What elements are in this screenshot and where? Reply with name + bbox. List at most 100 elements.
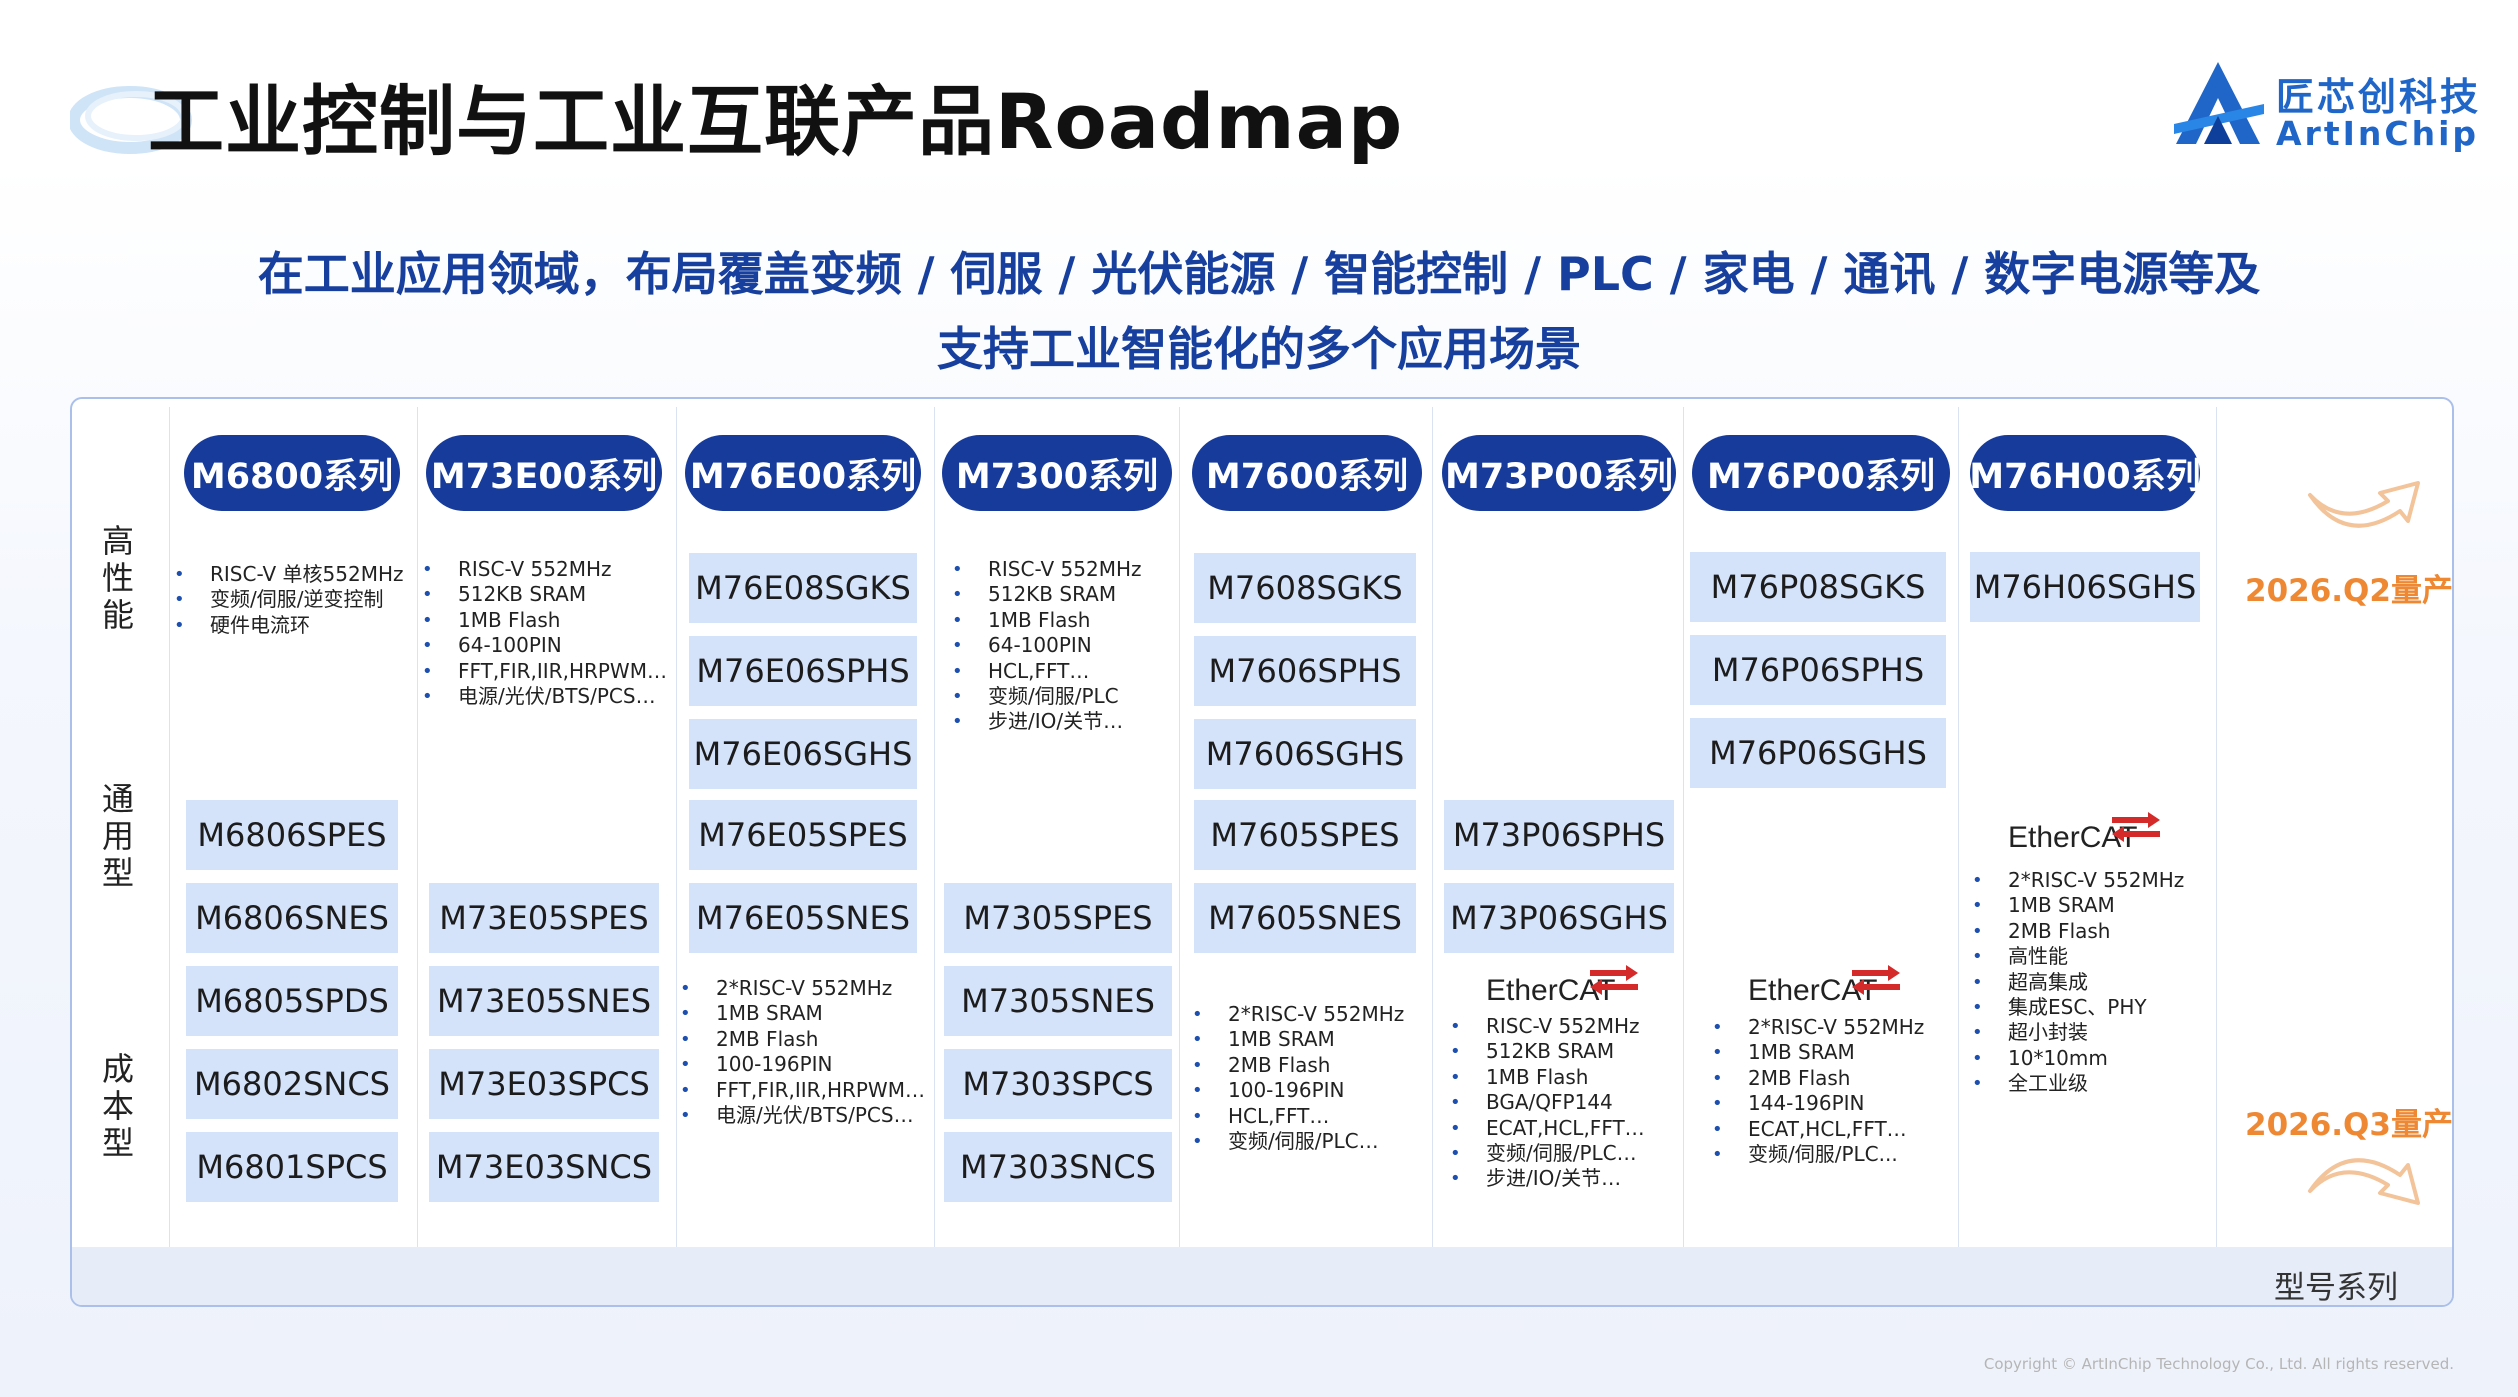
ethercat-logo-text: EtherCAT: [1748, 974, 1877, 1006]
model-chip-m76p06sphs[interactable]: M76P06SPHS: [1690, 635, 1946, 705]
model-chip-m73e03sncs[interactable]: M73E03SNCS: [429, 1132, 659, 1202]
model-chip-m7606sghs[interactable]: M7606SGHS: [1194, 719, 1416, 789]
artinchip-logo-icon: [2174, 62, 2264, 144]
panel-footer-bar: [72, 1247, 2452, 1305]
curved-arrow-down-icon: [2308, 1158, 2420, 1205]
series-pill-m73e00[interactable]: M73E00系列: [426, 435, 662, 511]
spec-item: RISC-V 单核552MHz: [174, 562, 404, 588]
spec-item: 集成ESC、PHY: [1972, 995, 2184, 1021]
spec-item: 64-100PIN: [952, 633, 1142, 659]
model-chip-m76e05spes[interactable]: M76E05SPES: [689, 800, 917, 870]
subtitle-line-2: 支持工业智能化的多个应用场景: [937, 322, 1581, 376]
logo-english-name: ArtInChip: [2276, 114, 2480, 153]
spec-item: RISC-V 552MHz: [952, 557, 1142, 583]
spec-item: 变频/伺服/PLC...: [1712, 1142, 1924, 1168]
model-chip-m76p06sghs[interactable]: M76P06SGHS: [1690, 718, 1946, 788]
model-chip-m6806snes[interactable]: M6806SNES: [186, 883, 398, 953]
series-pill-m76p00[interactable]: M76P00系列: [1692, 435, 1950, 511]
spec-item: FFT,FIR,IIR,HRPWM…: [680, 1078, 925, 1104]
ethercat-logo-text: EtherCAT: [1486, 974, 1615, 1006]
model-chip-m73p06sphs[interactable]: M73P06SPHS: [1444, 800, 1674, 870]
spec-list-m7600: 2*RISC-V 552MHz 1MB SRAM 2MB Flash 100-1…: [1192, 1002, 1404, 1155]
model-chip-m7606sphs[interactable]: M7606SPHS: [1194, 636, 1416, 706]
spec-list-m6800: RISC-V 单核552MHz 变频/伺服/逆变控制 硬件电流环: [174, 562, 404, 639]
spec-item: 2MB Flash: [680, 1027, 925, 1053]
series-pill-m76h00[interactable]: M76H00系列: [1969, 435, 2201, 511]
subtitle-line-1: 在工业应用领域，布局覆盖变频 / 伺服 / 光伏能源 / 智能控制 / PLC …: [257, 247, 2261, 301]
production-label-q2: 2026.Q2量产: [2245, 573, 2453, 609]
series-pill-m7300[interactable]: M7300系列: [942, 435, 1172, 511]
spec-item: 超高集成: [1972, 970, 2184, 996]
roadmap-panel: 高性能 通用型 成本型 M6800系列 M73E00系列 M76E00系列 M7…: [70, 397, 2454, 1307]
model-chip-m73e05snes[interactable]: M73E05SNES: [429, 966, 659, 1036]
model-chip-m76e05snes[interactable]: M76E05SNES: [689, 883, 917, 953]
spec-list-m76p00: 2*RISC-V 552MHz 1MB SRAM 2MB Flash 144-1…: [1712, 1015, 1924, 1168]
series-pill-m73p00[interactable]: M73P00系列: [1442, 435, 1676, 511]
model-chip-m6806spes[interactable]: M6806SPES: [186, 800, 398, 870]
spec-item: 64-100PIN: [422, 633, 667, 659]
column-divider: [934, 407, 935, 1249]
spec-item: 512KB SRAM: [952, 582, 1142, 608]
column-divider: [2216, 407, 2217, 1249]
ethercat-logo-icon: EtherCAT: [1748, 965, 1900, 1006]
title-swoosh-icon: [70, 86, 192, 154]
spec-item: 144-196PIN: [1712, 1091, 1924, 1117]
spec-item: 512KB SRAM: [422, 582, 667, 608]
model-chip-m7605snes[interactable]: M7605SNES: [1194, 883, 1416, 953]
tier-label-cost-optimized: 成本型: [101, 1050, 134, 1162]
spec-item: HCL,FFT…: [1192, 1104, 1404, 1130]
model-chip-m73e03spcs[interactable]: M73E03SPCS: [429, 1049, 659, 1119]
spec-item: 步进/IO/关节…: [952, 709, 1142, 735]
column-divider: [169, 407, 170, 1249]
model-chip-m7305spes[interactable]: M7305SPES: [944, 883, 1172, 953]
model-chip-m73p06sghs[interactable]: M73P06SGHS: [1444, 883, 1674, 953]
spec-item: 2MB Flash: [1192, 1053, 1404, 1079]
spec-item: FFT,FIR,IIR,HRPWM…: [422, 659, 667, 685]
production-label-q3: 2026.Q3量产: [2245, 1107, 2453, 1143]
column-divider: [1179, 407, 1180, 1249]
spec-item: 100-196PIN: [680, 1052, 925, 1078]
spec-list-m73e00: RISC-V 552MHz 512KB SRAM 1MB Flash 64-10…: [422, 557, 667, 710]
model-chip-m7303sncs[interactable]: M7303SNCS: [944, 1132, 1172, 1202]
model-chip-m76p08sgks[interactable]: M76P08SGKS: [1690, 552, 1946, 622]
spec-item: 1MB SRAM: [1192, 1027, 1404, 1053]
spec-item: ECAT,HCL,FFT…: [1450, 1116, 1645, 1142]
spec-item: 变频/伺服/PLC: [952, 684, 1142, 710]
spec-list-m76h00: 2*RISC-V 552MHz 1MB SRAM 2MB Flash 高性能 超…: [1972, 868, 2184, 1097]
model-chip-m73e05spes[interactable]: M73E05SPES: [429, 883, 659, 953]
model-chip-m6801spcs[interactable]: M6801SPCS: [186, 1132, 398, 1202]
page-title: 工业控制与工业互联产品Roadmap: [148, 77, 1404, 166]
spec-item: RISC-V 552MHz: [1450, 1014, 1645, 1040]
spec-item: 1MB Flash: [1450, 1065, 1645, 1091]
series-pill-m6800[interactable]: M6800系列: [184, 435, 400, 511]
model-chip-m76e08sgks[interactable]: M76E08SGKS: [689, 553, 917, 623]
spec-item: 100-196PIN: [1192, 1078, 1404, 1104]
spec-list-m76e00: 2*RISC-V 552MHz 1MB SRAM 2MB Flash 100-1…: [680, 976, 925, 1129]
spec-item: BGA/QFP144: [1450, 1090, 1645, 1116]
spec-item: 2MB Flash: [1712, 1066, 1924, 1092]
series-pill-m76e00[interactable]: M76E00系列: [685, 435, 921, 511]
model-chip-m7305snes[interactable]: M7305SNES: [944, 966, 1172, 1036]
spec-item: 512KB SRAM: [1450, 1039, 1645, 1065]
tier-label-high-performance: 高性能: [101, 522, 134, 634]
model-chip-m76e06sphs[interactable]: M76E06SPHS: [689, 636, 917, 706]
spec-item: 全工业级: [1972, 1071, 2184, 1097]
model-chip-m6802sncs[interactable]: M6802SNCS: [186, 1049, 398, 1119]
spec-item: 1MB Flash: [952, 608, 1142, 634]
spec-item: 1MB SRAM: [1712, 1040, 1924, 1066]
column-divider: [1958, 407, 1959, 1249]
model-chip-m76e06sghs[interactable]: M76E06SGHS: [689, 719, 917, 789]
spec-item: 2*RISC-V 552MHz: [1712, 1015, 1924, 1041]
spec-item: 10*10mm: [1972, 1046, 2184, 1072]
logo-chinese-name: 匠芯创科技: [2276, 75, 2482, 119]
model-chip-m76h06sghs[interactable]: M76H06SGHS: [1970, 552, 2200, 622]
model-chip-m7608sgks[interactable]: M7608SGKS: [1194, 553, 1416, 623]
model-chip-m6805spds[interactable]: M6805SPDS: [186, 966, 398, 1036]
model-chip-m7605spes[interactable]: M7605SPES: [1194, 800, 1416, 870]
copyright-notice: Copyright © ArtInChip Technology Co., Lt…: [1983, 1355, 2454, 1373]
spec-list-m7300: RISC-V 552MHz 512KB SRAM 1MB Flash 64-10…: [952, 557, 1142, 735]
spec-item: 高性能: [1972, 944, 2184, 970]
model-chip-m7303spcs[interactable]: M7303SPCS: [944, 1049, 1172, 1119]
series-pill-m7600[interactable]: M7600系列: [1192, 435, 1422, 511]
curved-arrow-up-icon: [2308, 481, 2420, 528]
